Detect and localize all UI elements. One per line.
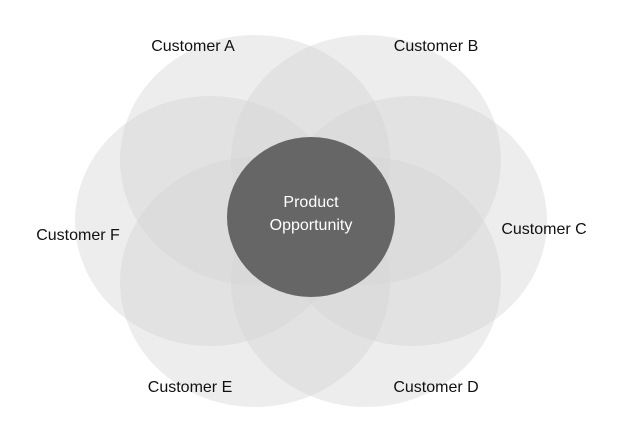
label-customer-e: Customer E [148, 379, 232, 396]
label-customer-b: Customer B [394, 38, 478, 55]
center-label-line1: Product [283, 194, 339, 211]
label-customer-f: Customer F [36, 227, 120, 244]
label-customer-c: Customer C [501, 221, 586, 238]
center-label-line2: Opportunity [270, 217, 353, 234]
label-customer-d: Customer D [393, 379, 478, 396]
product-opportunity-circle [227, 137, 395, 297]
label-customer-a: Customer A [151, 38, 235, 55]
